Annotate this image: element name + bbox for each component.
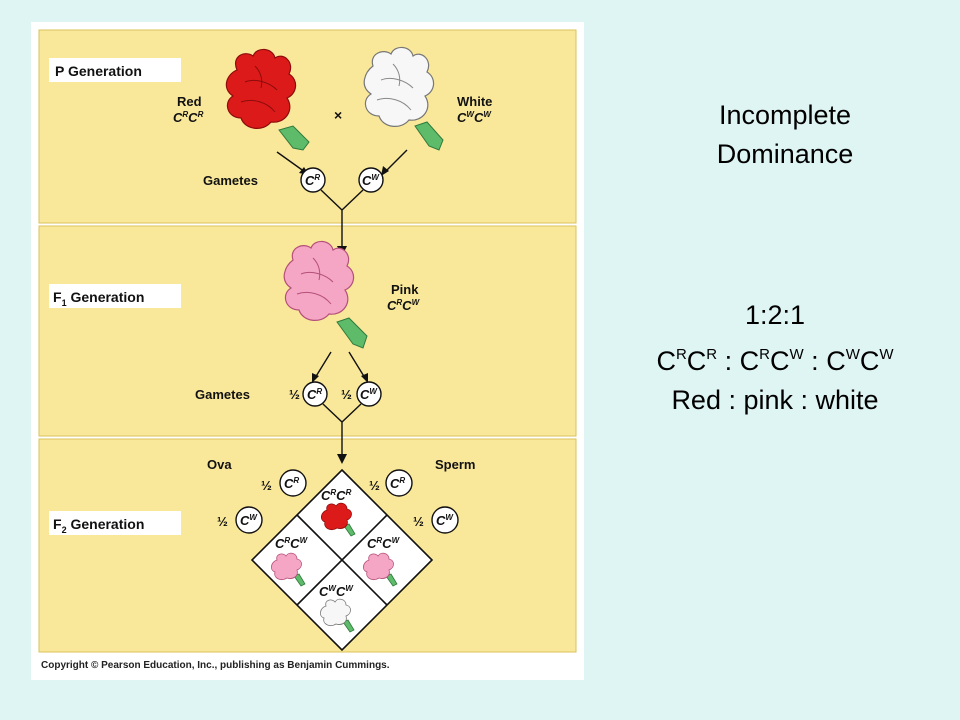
red-label: Red	[177, 94, 202, 109]
cross-diagram: P Generation F1 Generation F2 Generation…	[38, 29, 577, 653]
cell-left-genotype: CRCW	[275, 536, 309, 551]
f1-gamete-w: CW	[360, 387, 378, 402]
pink-label: Pink	[391, 282, 419, 297]
p-gamete-r-circle	[300, 167, 326, 193]
sperm-w-circle	[431, 506, 459, 534]
p-merge-lines	[320, 189, 364, 250]
title-line-2: Dominance	[716, 139, 854, 169]
slide-title: Incomplete Dominance	[660, 96, 910, 174]
ova-half-w: ½	[217, 514, 228, 529]
genetics-figure: P Generation F1 Generation F2 Generation…	[31, 22, 584, 680]
cell-top-red-flower-icon	[321, 502, 356, 537]
f2-generation-label: F2 Generation	[53, 516, 144, 535]
f1-gamete-w-circle	[356, 381, 382, 407]
cell-right-genotype: CRCW	[367, 536, 401, 551]
p-gamete-w: CW	[362, 173, 380, 188]
f1-generation-label-box	[49, 284, 181, 308]
sperm-r: CR	[390, 476, 405, 491]
f1-gamete-r: CR	[307, 387, 322, 402]
cell-right-pink-flower-icon	[363, 552, 398, 587]
f2-generation-label-box	[49, 511, 181, 535]
cell-bottom-genotype: CWCW	[319, 584, 354, 599]
p-gamete-w-circle	[358, 167, 384, 193]
cell-top-genotype: CRCR	[321, 488, 352, 503]
punnett-square	[250, 468, 434, 652]
sperm-label: Sperm	[435, 457, 475, 472]
white-flower-icon	[363, 46, 444, 151]
f1-half-w: ½	[341, 387, 352, 402]
cell-bottom-white-flower-icon	[320, 598, 355, 633]
ratio-numbers: 1:2:1	[744, 300, 806, 330]
title-line-1: Incomplete	[718, 100, 852, 130]
p-generation-label: P Generation	[55, 63, 142, 79]
p-generation-label-box	[49, 58, 181, 82]
pink-flower-icon	[283, 240, 368, 349]
ova-w-circle	[235, 506, 263, 534]
arrow-white-to-gamete	[384, 149, 408, 173]
arrow-red-to-gamete	[276, 151, 306, 173]
cell-left-pink-flower-icon	[271, 552, 306, 587]
sperm-half-r: ½	[369, 478, 380, 493]
ova-w: CW	[240, 513, 258, 528]
f1-gametes-label: Gametes	[195, 387, 250, 402]
f1-half-r: ½	[289, 387, 300, 402]
ova-r: CR	[284, 476, 299, 491]
arrowhead-white	[381, 166, 389, 176]
p-gametes-label: Gametes	[203, 173, 258, 188]
sperm-r-circle	[385, 469, 413, 497]
copyright-text: Copyright © Pearson Education, Inc., pub…	[41, 660, 390, 671]
sperm-w: CW	[436, 513, 454, 528]
punnett-divider-2	[296, 514, 388, 606]
f1-merge-lines	[322, 403, 362, 458]
ratio-summary: 1:2:1 CRCR : CRCW : CWCW Red : pink : wh…	[610, 296, 940, 420]
ratio-genotypes: CRCR : CRCW : CWCW	[656, 346, 894, 376]
ova-r-circle	[279, 469, 307, 497]
red-flower-icon	[225, 48, 310, 151]
pink-genotype: CRCW	[387, 298, 421, 313]
white-genotype: CWCW	[457, 110, 492, 125]
arrowhead-f1-left	[312, 373, 319, 383]
arrowhead-f1-right	[361, 373, 368, 383]
cross-symbol: ×	[334, 107, 342, 123]
f1-generation-label: F1 Generation	[53, 289, 144, 308]
red-genotype: CRCR	[173, 110, 204, 125]
ratio-phenotypes: Red : pink : white	[671, 385, 879, 415]
f1-gamete-r-circle	[302, 381, 328, 407]
ova-half-r: ½	[261, 478, 272, 493]
ova-label: Ova	[207, 457, 232, 472]
arrow-f1-left	[314, 351, 332, 379]
white-label: White	[457, 94, 492, 109]
arrow-f1-right	[348, 351, 366, 379]
p-gamete-r: CR	[305, 173, 320, 188]
sperm-half-w: ½	[413, 514, 424, 529]
arrowhead-to-f2	[337, 454, 347, 464]
